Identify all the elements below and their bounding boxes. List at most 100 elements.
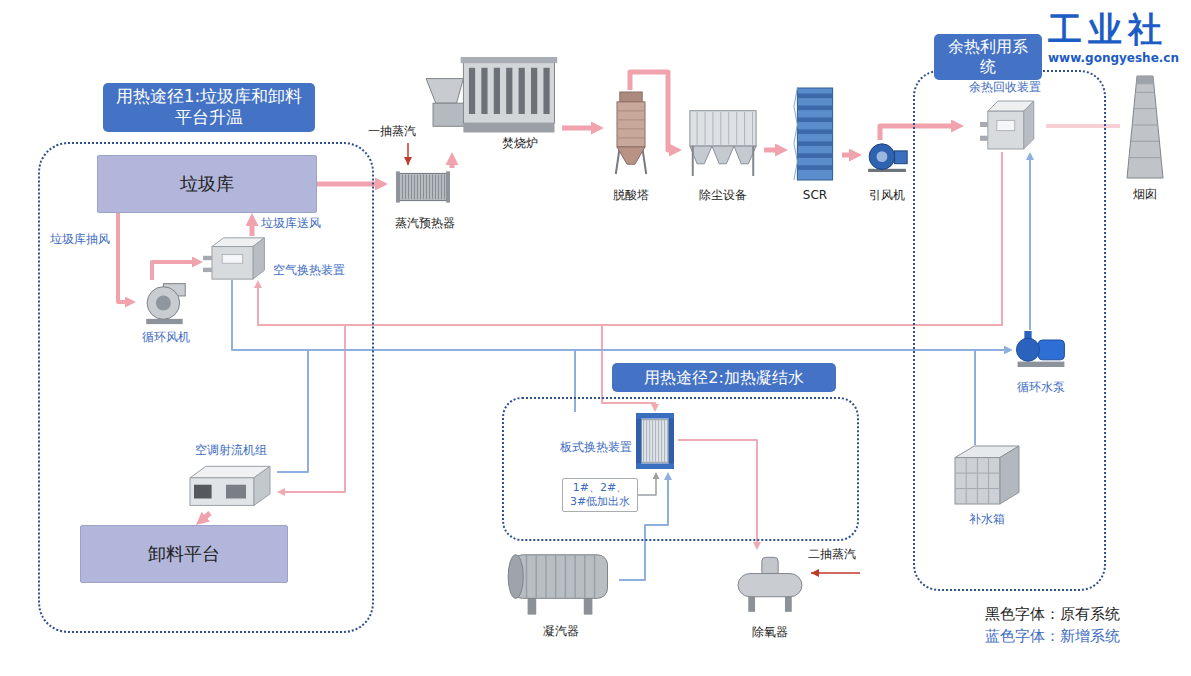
- fan-icon: [140, 281, 192, 325]
- condenser-rib: [526, 555, 528, 599]
- unit-side: [1024, 101, 1034, 149]
- equipment-label: 余热回收装置: [969, 80, 1041, 95]
- equipment-label: 板式换热装置: [560, 440, 632, 455]
- steam-arrow: [811, 572, 860, 574]
- chimney-icon: [1125, 76, 1165, 178]
- ahu-outlet: [194, 485, 212, 499]
- equipment: 除尘设备: [682, 105, 764, 203]
- preheater-fin: [408, 175, 409, 199]
- flow-connector: [575, 350, 1008, 412]
- steam-label: 一抽蒸汽: [368, 124, 416, 139]
- tank-seam: [977, 458, 978, 504]
- equipment: 除氧器: [733, 550, 807, 642]
- plate-line: [652, 420, 653, 461]
- condenser-rib: [584, 555, 586, 599]
- tower-icon: [611, 92, 651, 174]
- equipment: 空调射流机组: [185, 443, 277, 513]
- plate-line: [643, 420, 644, 461]
- edge-label: 垃圾库送风: [261, 216, 321, 231]
- process-box: 1#、2#、3#低加出水: [562, 478, 638, 512]
- equipment-label: 蒸汽预热器: [395, 216, 455, 231]
- equipment: 脱酸塔: [604, 90, 658, 203]
- filter-rib: [736, 112, 737, 145]
- preheater-fin: [435, 175, 436, 199]
- edge-label: 垃圾库抽风: [50, 232, 110, 247]
- flow-connector: [232, 280, 1008, 350]
- condenser-end: [508, 555, 523, 599]
- flow-connector: [118, 213, 131, 302]
- ahu-inlet: [226, 485, 246, 499]
- preheater-fin: [444, 175, 445, 199]
- flow-connector: [281, 152, 1002, 492]
- filter-rib: [744, 112, 745, 145]
- preheater-fin: [432, 175, 433, 199]
- filter-rib: [752, 112, 753, 145]
- pipe-stub: [980, 136, 988, 141]
- furnace-icon: [422, 57, 560, 134]
- label-holder: 二抽蒸汽: [808, 547, 856, 562]
- boiler-band: [531, 68, 537, 114]
- equipment-label: 脱酸塔: [613, 188, 649, 203]
- filter-rib: [697, 112, 698, 145]
- ahu-side: [254, 466, 270, 505]
- feed-hopper: [426, 79, 463, 104]
- group-heading: 余热利用系统: [942, 37, 1034, 77]
- scr-stair: [794, 88, 798, 180]
- plate-line: [664, 420, 665, 461]
- flow-connector: [975, 350, 1008, 445]
- preheater-fin: [417, 175, 418, 199]
- equipment-label: 循环水泵: [1017, 380, 1065, 395]
- pump-icon: [1015, 331, 1067, 367]
- feeder: [433, 103, 468, 126]
- idfan-icon: [866, 140, 908, 172]
- plate-line: [667, 420, 668, 461]
- boiler-band: [481, 68, 487, 114]
- boiler-band: [543, 68, 549, 114]
- group-heading-box: 用热途径1:垃圾库和卸料平台升温: [103, 83, 315, 132]
- tank-seam: [955, 473, 1000, 474]
- frame-post: [636, 413, 641, 469]
- equipment: SCR: [788, 85, 842, 203]
- scr-frame: [797, 88, 832, 180]
- label-holder: 工业社: [1048, 8, 1168, 51]
- chimney-ring: [1129, 157, 1161, 158]
- end-plate: [396, 171, 400, 202]
- pump-base: [1018, 362, 1065, 367]
- ahu-icon: [190, 464, 270, 510]
- preheater-fin: [423, 175, 424, 199]
- edge-label-holder: 垃圾库抽风: [50, 232, 110, 247]
- filter-body: [690, 111, 756, 146]
- tower-body: [617, 102, 645, 147]
- filter-leg: [752, 146, 754, 176]
- preheater-fin: [405, 175, 406, 199]
- tank-side: [1000, 446, 1019, 504]
- preheater-fin: [420, 175, 421, 199]
- fan-volute: [869, 144, 895, 170]
- chimney-ring: [1134, 108, 1156, 109]
- process-box: 卸料平台: [80, 525, 288, 583]
- scr-layer: [797, 94, 832, 99]
- unit-front: [988, 111, 1024, 149]
- filter-leg: [692, 146, 694, 176]
- watermark: 工业社: [1048, 8, 1168, 51]
- frame-post: [669, 413, 674, 469]
- legend-text: 蓝色字体：新增系统: [985, 627, 1120, 646]
- tank-icon: [955, 446, 1019, 504]
- boiler-band: [494, 68, 500, 114]
- tower-ring: [617, 137, 645, 138]
- steam-arrow: [407, 143, 409, 165]
- flow-connector: [201, 513, 210, 521]
- chimney-ring: [1132, 124, 1158, 125]
- pipe-stub: [203, 256, 212, 260]
- condenser-rib: [565, 555, 567, 599]
- condenser-rib: [545, 555, 547, 599]
- fan-inlet: [877, 151, 888, 162]
- tower-cone: [617, 147, 645, 164]
- equipment-label: 循环风机: [142, 330, 190, 345]
- hx-icon: [980, 99, 1036, 150]
- group-heading: 用热途径2:加热凝结水: [644, 368, 804, 388]
- plate-icon: [636, 413, 674, 469]
- condenser-leg: [584, 597, 593, 615]
